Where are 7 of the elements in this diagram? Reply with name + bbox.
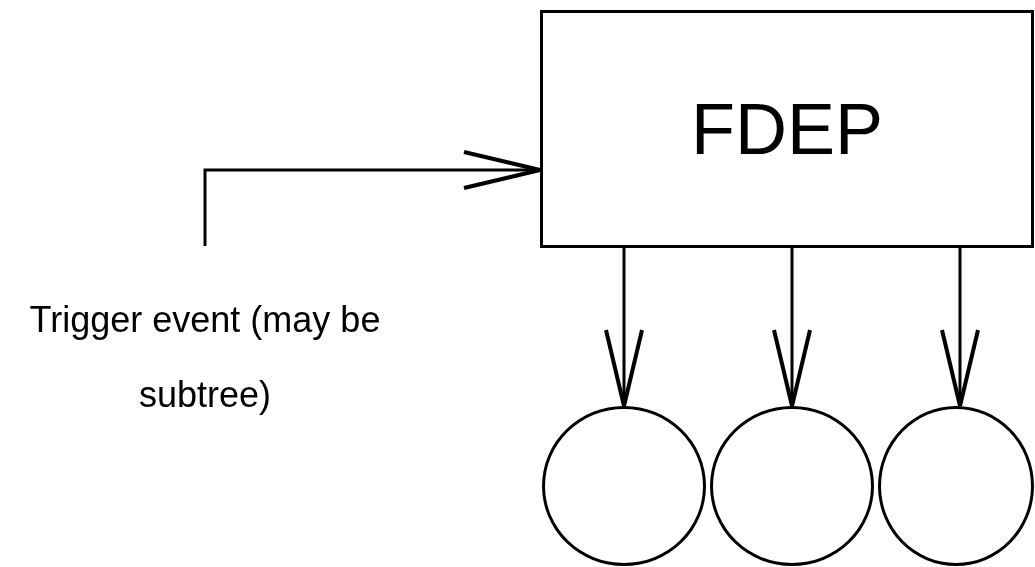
arrow — [772, 248, 812, 408]
arrow — [940, 248, 980, 408]
trigger-label: Trigger event (may be subtree) — [20, 282, 390, 432]
arrow — [604, 248, 644, 408]
arrow — [203, 150, 542, 246]
gate-label: FDEP — [691, 88, 883, 170]
gate-box — [540, 10, 1034, 248]
